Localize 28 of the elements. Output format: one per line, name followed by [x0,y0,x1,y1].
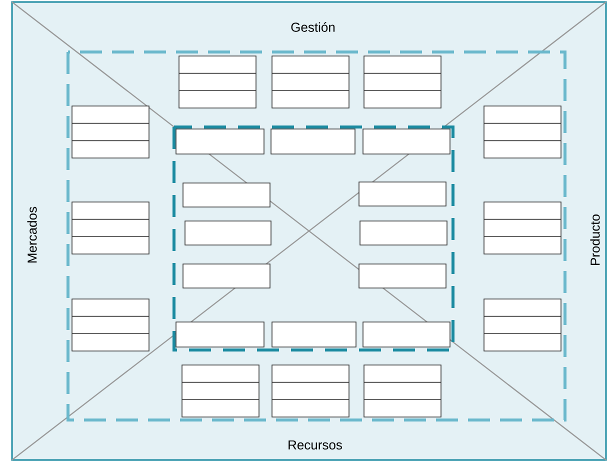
table-box [364,364,442,418]
side-label: Producto [590,214,600,265]
table-box [364,56,442,108]
table-box [484,106,562,158]
table-box [484,202,562,254]
table-box [182,364,260,418]
table-box [178,56,256,108]
empty-box [362,128,450,154]
table-box [72,298,150,352]
table-box [72,106,150,158]
empty-box [176,322,264,348]
empty-box [182,264,270,288]
empty-box [272,322,356,348]
empty-box [182,182,270,208]
side-label: Mercados [27,206,37,262]
empty-box [184,220,272,246]
table-box [72,202,150,254]
table-box [272,364,350,418]
empty-box [270,128,356,154]
empty-box [360,220,448,246]
empty-box [176,128,264,154]
empty-box [358,264,446,288]
table-box [272,56,350,108]
empty-box [362,322,450,348]
table-box [484,298,562,352]
side-label: Gestión [291,22,335,32]
side-label: Recursos [288,440,342,450]
empty-box [358,182,446,206]
